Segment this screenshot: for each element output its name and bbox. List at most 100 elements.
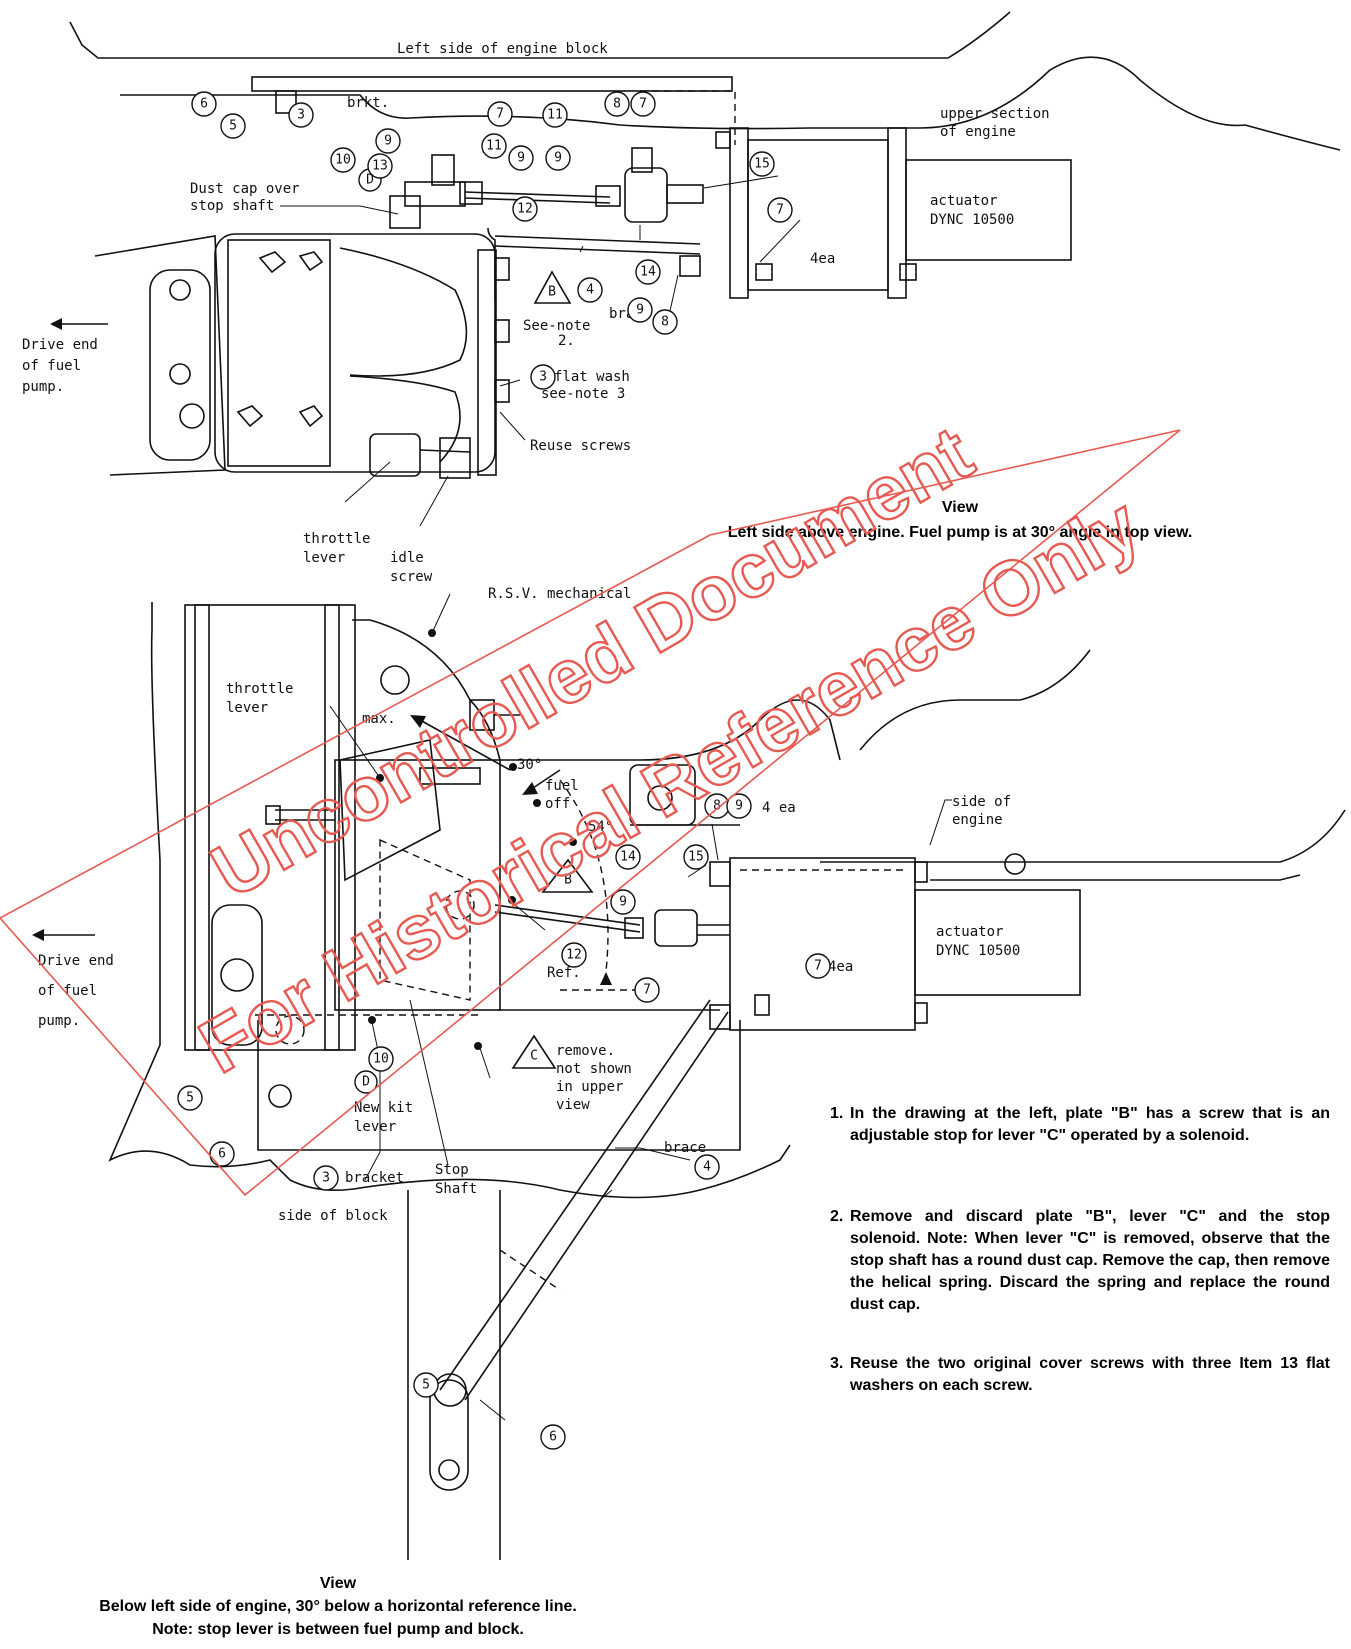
watermark-frame — [0, 429, 1181, 1197]
callout-circle — [652, 309, 678, 335]
actuator-label-1: actuator — [930, 193, 997, 209]
plate-b-letter-lower: B — [564, 873, 572, 888]
callout-circle — [726, 793, 752, 819]
pump-body-edge — [194, 604, 210, 1051]
callout-number: 3 — [322, 1171, 330, 1186]
plate-b-triangle-lower — [541, 858, 594, 893]
bracket-bolt — [275, 90, 297, 114]
callout-number: 8 — [661, 315, 669, 330]
engine-block-outline — [69, 11, 1011, 59]
lower-actuator-label-2: DYNC 10500 — [936, 943, 1020, 959]
lower-throttle-label-1: throttle — [226, 681, 293, 697]
callout-number: 15 — [754, 157, 770, 172]
pump-mount-lug — [211, 904, 263, 1046]
upper-caption-2: Left side above engine. Fuel pump is at … — [728, 524, 1193, 541]
stop-shaft-hidden — [445, 890, 475, 920]
callout-circle — [545, 145, 571, 171]
off-label: off — [545, 796, 570, 812]
pump-body — [184, 604, 356, 1051]
note-3-number: 3. — [830, 1355, 844, 1372]
clevis-nut — [631, 147, 653, 173]
callout-number: 6 — [218, 1147, 226, 1162]
throttle-label-1: throttle — [303, 531, 370, 547]
kit-lever — [404, 181, 466, 207]
callout-number: 7 — [776, 203, 784, 218]
new-kit-label-1: New kit — [354, 1100, 413, 1116]
note-3-text: Reuse the two original cover screws with… — [850, 1355, 1330, 1394]
callout-circle — [508, 145, 534, 171]
leg-lug — [429, 1379, 469, 1491]
callout-circle — [610, 889, 636, 915]
see-note-3-label: see-note 3 — [541, 386, 625, 402]
callout-number: 13 — [372, 159, 388, 174]
callout-circle — [749, 151, 775, 177]
rsv-outline — [352, 619, 841, 761]
four-ea-b-label: 4ea — [828, 959, 853, 975]
brkt-label: brkt. — [347, 95, 389, 111]
callout-circle — [220, 113, 246, 139]
actuator-bolt — [754, 994, 770, 1016]
callout-number: 9 — [636, 303, 644, 318]
governor-end-plate — [477, 249, 497, 476]
actuator-label-2: DYNC 10500 — [930, 212, 1014, 228]
actuator-bolt — [755, 263, 773, 281]
linkage-rod — [464, 197, 611, 204]
lever-c-letter: C — [530, 1049, 538, 1064]
engine-bolt — [1004, 853, 1026, 875]
callout-circle — [615, 844, 641, 870]
callout-number: 8 — [713, 799, 721, 814]
callout-number: 15 — [688, 850, 704, 865]
governor-screw — [494, 257, 510, 281]
callout-number: 7 — [639, 97, 647, 112]
upper-caption-1: View — [942, 499, 979, 516]
callout-circle — [805, 953, 831, 979]
new-kit-label-2: lever — [354, 1119, 396, 1135]
idle-screw-shaft — [419, 449, 471, 453]
rsv-housing — [334, 759, 501, 1011]
callout-circle — [209, 1141, 235, 1167]
callout-circle — [375, 128, 401, 154]
actuator-housing — [905, 159, 1072, 261]
bracket — [257, 1020, 741, 1151]
deg30-label: 30° — [517, 757, 542, 773]
cover-screw — [258, 251, 287, 274]
pump-mount-bar — [149, 269, 211, 461]
upper-engine-section-outline — [120, 56, 1341, 151]
callout-circle — [368, 1046, 394, 1072]
callout-number: 14 — [620, 850, 636, 865]
actuator-body — [729, 857, 916, 1031]
stop-shaft-label-1: Stop — [435, 1162, 469, 1178]
leg-lug-hole — [438, 1459, 460, 1481]
adjust-screw — [419, 767, 481, 785]
reuse-screws-label: Reuse screws — [530, 438, 631, 454]
callout-circle — [577, 277, 603, 303]
callout-number: 7 — [496, 107, 504, 122]
callout-number: 7 — [814, 959, 822, 974]
governor-screw — [494, 319, 510, 343]
note-1-text: In the drawing at the left, plate "B" ha… — [850, 1105, 1330, 1144]
pump-mount-nut — [169, 363, 191, 385]
callout-number: 12 — [566, 948, 582, 963]
callout-circle — [413, 1372, 439, 1398]
lower-caption-1: View — [320, 1575, 357, 1592]
bracket-label: bracket — [345, 1170, 404, 1186]
four-ea-label: 4ea — [810, 251, 835, 267]
actuator-shaft — [697, 924, 730, 936]
callout-number: 9 — [619, 895, 627, 910]
lower-brace-label: brace — [664, 1140, 706, 1156]
block-outline — [108, 602, 791, 1199]
pump-mount-nut — [220, 958, 254, 992]
actuator-bolt — [899, 263, 917, 281]
upper-view: Left side of engine block upper section … — [22, 11, 1341, 585]
callout-circle — [542, 102, 568, 128]
callout-circle — [561, 942, 587, 968]
cover-screw — [236, 405, 264, 428]
lower-caption-3: Note: stop lever is between fuel pump an… — [152, 1621, 524, 1638]
rsv-boss — [380, 665, 410, 695]
throttle-rod-nut — [265, 805, 281, 825]
callout-number: 9 — [554, 151, 562, 166]
note-1: 1. In the drawing at the left, plate "B"… — [830, 1103, 1330, 1147]
callout-number: 9 — [517, 151, 525, 166]
callout-circle — [191, 91, 217, 117]
